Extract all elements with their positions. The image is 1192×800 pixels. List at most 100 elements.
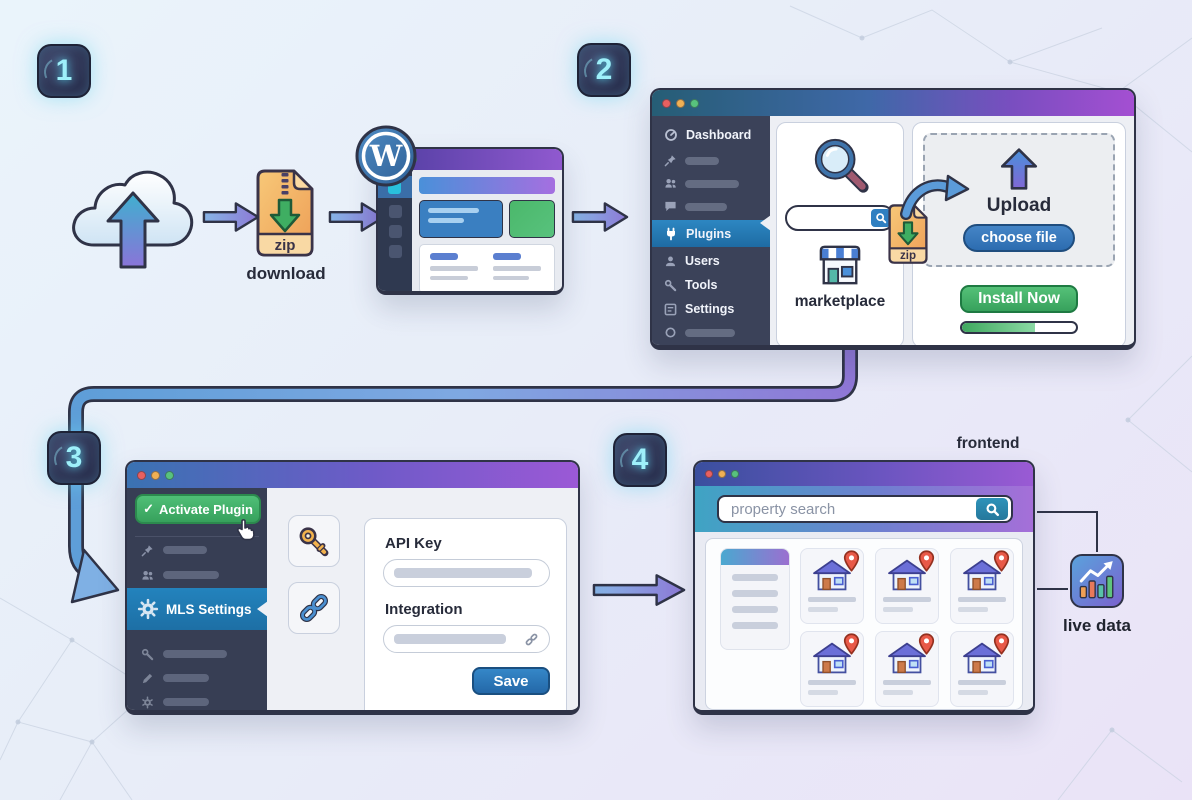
sidebar-item-plugins[interactable]: Plugins [652, 220, 770, 247]
placeholder-bar [685, 179, 739, 188]
placeholder-bar [808, 607, 838, 612]
listing-card[interactable] [950, 631, 1014, 707]
sidebar-item-dashboard[interactable]: Dashboard [652, 121, 770, 149]
sidebar-item-label: Tools [685, 278, 718, 292]
flow-arrow-icon [202, 202, 260, 232]
zoom-dot-icon[interactable] [165, 470, 174, 480]
placeholder-bar [163, 698, 209, 706]
placeholder-bar [808, 680, 856, 685]
property-search-input[interactable] [729, 499, 976, 519]
property-search-bar[interactable] [717, 495, 1013, 523]
check-icon: ✓ [143, 501, 154, 516]
step-number-4: 4 [631, 443, 649, 476]
window-titlebar [695, 462, 1033, 486]
placeholder-bar [163, 674, 209, 682]
placeholder-bar [732, 574, 778, 581]
listing-grid [800, 548, 1014, 707]
sidebar-item-mls-settings[interactable]: MLS Settings [127, 588, 267, 630]
filters-sidebar-card [720, 548, 790, 650]
close-dot-icon[interactable] [137, 470, 146, 480]
menu-item-icon[interactable] [388, 225, 402, 238]
minimize-dot-icon[interactable] [676, 98, 685, 108]
plugin-settings-window: ✓ Activate Plugin [125, 460, 580, 715]
sidebar-item-tools[interactable]: Tools [652, 273, 770, 297]
api-key-input[interactable] [383, 559, 550, 587]
close-dot-icon[interactable] [662, 98, 671, 108]
placeholder-bar [163, 571, 219, 579]
sidebar-item-users[interactable]: Users [652, 249, 770, 273]
location-pin-icon [993, 550, 1010, 572]
site-header [695, 486, 1033, 532]
banner-placeholder [419, 177, 555, 194]
close-dot-icon[interactable] [705, 470, 713, 478]
plugin-search-input[interactable] [797, 211, 871, 225]
placeholder-bar [883, 680, 931, 685]
listing-card[interactable] [950, 548, 1014, 624]
zoom-dot-icon[interactable] [731, 470, 739, 478]
link-icon [525, 633, 538, 645]
listing-card[interactable] [800, 631, 864, 707]
wordpress-initial: W [369, 139, 403, 173]
sidebar-item-label: Plugins [686, 226, 732, 241]
sidebar-item-placeholder[interactable] [141, 670, 209, 686]
listing-card[interactable] [875, 631, 939, 707]
search-magnifier-icon [814, 138, 869, 193]
chart-icon [1079, 561, 1114, 599]
listing-card[interactable] [875, 548, 939, 624]
zip-label: zip [275, 237, 296, 254]
sidebar-item-placeholder[interactable] [141, 646, 227, 662]
sidebar-item-placeholder[interactable] [652, 195, 770, 218]
settings-main-area: API Key Integration Save [267, 488, 578, 710]
save-button[interactable]: Save [472, 667, 550, 695]
sidebar-item-placeholder[interactable] [141, 567, 219, 583]
minimize-dot-icon[interactable] [151, 470, 160, 480]
zoom-dot-icon[interactable] [690, 98, 699, 108]
search-button[interactable] [976, 498, 1008, 520]
content-card-placeholder [419, 244, 555, 291]
placeholder-bar [163, 650, 227, 658]
sidebar-item-placeholder[interactable] [652, 149, 770, 172]
live-data-label: live data [1062, 616, 1132, 635]
window-titlebar [127, 462, 578, 488]
store-icon [819, 245, 861, 285]
placeholder-bar [958, 690, 988, 695]
placeholder-bar [958, 607, 988, 612]
upload-dropzone[interactable]: Upload choose file [923, 133, 1115, 267]
integration-icon-tile [288, 582, 340, 634]
plugin-icon [667, 227, 675, 240]
upload-card: Upload choose file Install Now [912, 122, 1126, 345]
location-pin-icon [843, 550, 860, 572]
traffic-lights [662, 98, 699, 108]
listing-card[interactable] [800, 548, 864, 624]
frontend-label: frontend [956, 435, 1020, 452]
sidebar-item-placeholder[interactable] [141, 542, 207, 558]
choose-file-button[interactable]: choose file [963, 224, 1075, 252]
settings-sidebar: ✓ Activate Plugin [127, 488, 267, 710]
minimize-dot-icon[interactable] [718, 470, 726, 478]
search-button[interactable] [871, 209, 891, 227]
sidebar-item-placeholder[interactable] [652, 172, 770, 195]
gear-icon [142, 696, 153, 708]
api-key-icon-tile [288, 515, 340, 567]
plugin-search-bar[interactable] [785, 205, 895, 231]
install-now-button[interactable]: Install Now [960, 285, 1078, 313]
install-progress-fill [962, 323, 1035, 332]
traffic-lights [705, 470, 739, 478]
flow-arrow-icon [328, 202, 386, 232]
comment-icon [665, 201, 676, 212]
menu-item-icon[interactable] [388, 205, 402, 218]
curved-upload-arrow-icon [900, 174, 970, 220]
integration-input[interactable] [383, 625, 550, 653]
sidebar-item-settings[interactable]: Settings [652, 297, 770, 321]
flow-arrow-icon [592, 574, 686, 606]
location-pin-icon [918, 550, 935, 572]
placeholder-bar [685, 202, 727, 211]
menu-item-icon[interactable] [388, 245, 402, 258]
placeholder-bar [883, 690, 913, 695]
placeholder-bar [808, 597, 856, 602]
house-icon [888, 559, 926, 591]
traffic-lights [137, 470, 174, 480]
sidebar-item-placeholder[interactable] [652, 321, 770, 344]
sidebar-item-placeholder[interactable] [141, 694, 209, 710]
zip-label: zip [900, 250, 916, 262]
